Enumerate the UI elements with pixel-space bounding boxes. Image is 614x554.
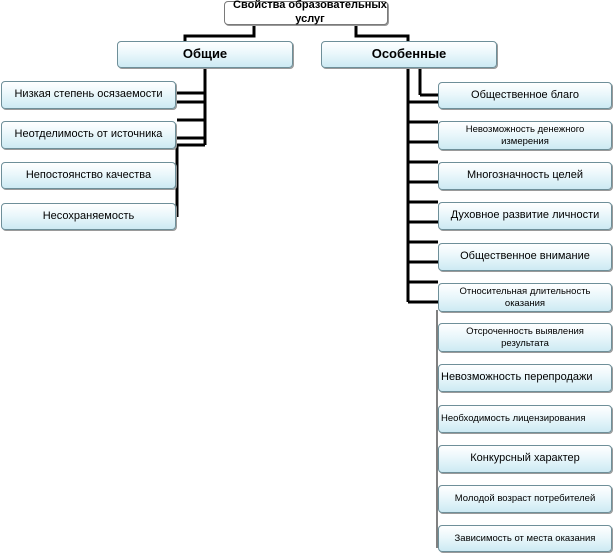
special-item: Невозможность денежного измерения <box>438 121 612 150</box>
special-item-label: Необходимость лицензирования <box>441 413 586 425</box>
special-item: Относительная длительность оказания <box>438 283 612 312</box>
special-item-label: Конкурсный характер <box>470 452 580 465</box>
special-item: Молодой возраст потребителей <box>438 485 612 513</box>
diagram-title: Свойства образовательных услуг <box>224 0 388 25</box>
special-item: Общественное благо <box>438 82 612 109</box>
category-general-label: Общие <box>182 46 228 62</box>
special-item-label: Невозможность перепродажи <box>441 371 593 384</box>
special-item-label: Отсроченность выявления результата <box>466 325 584 349</box>
special-item: Общественное внимание <box>438 243 612 271</box>
special-item: Отсроченность выявления результата <box>438 323 612 352</box>
general-item: Неотделимость от источника <box>1 121 176 149</box>
special-item: Духовное развитие личности <box>438 202 612 230</box>
special-item-label: Относительная длительность оказания <box>459 285 591 309</box>
category-special-label: Особенные <box>371 46 447 62</box>
general-item: Непостоянство качества <box>1 162 176 189</box>
general-item: Низкая степень осязаемости <box>1 81 176 109</box>
special-item-label: Невозможность денежного измерения <box>465 123 585 147</box>
general-item-label: Неотделимость от источника <box>14 128 163 141</box>
special-item-label: Молодой возраст потребителей <box>454 493 596 505</box>
category-general: Общие <box>117 41 293 68</box>
special-item-label: Зависимость от места оказания <box>454 532 596 544</box>
general-item-label: Несохраняемость <box>42 209 135 222</box>
special-item: Конкурсный характер <box>438 445 612 473</box>
general-item-label: Непостоянство качества <box>25 168 152 181</box>
special-item-label: Общественное благо <box>471 88 579 101</box>
special-item-label: Общественное внимание <box>460 250 590 263</box>
special-item: Многозначность целей <box>438 162 612 190</box>
special-item-label: Духовное развитие личности <box>450 209 600 222</box>
general-item-label: Низкая степень осязаемости <box>14 88 163 101</box>
special-item: Необходимость лицензирования <box>438 405 612 433</box>
title-text: Свойства образовательных услуг <box>233 0 387 25</box>
special-item: Невозможность перепродажи <box>438 364 612 392</box>
special-item-label: Многозначность целей <box>467 169 583 182</box>
general-item: Несохраняемость <box>1 203 176 230</box>
special-item: Зависимость от места оказания <box>438 525 612 552</box>
category-special: Особенные <box>321 41 497 68</box>
